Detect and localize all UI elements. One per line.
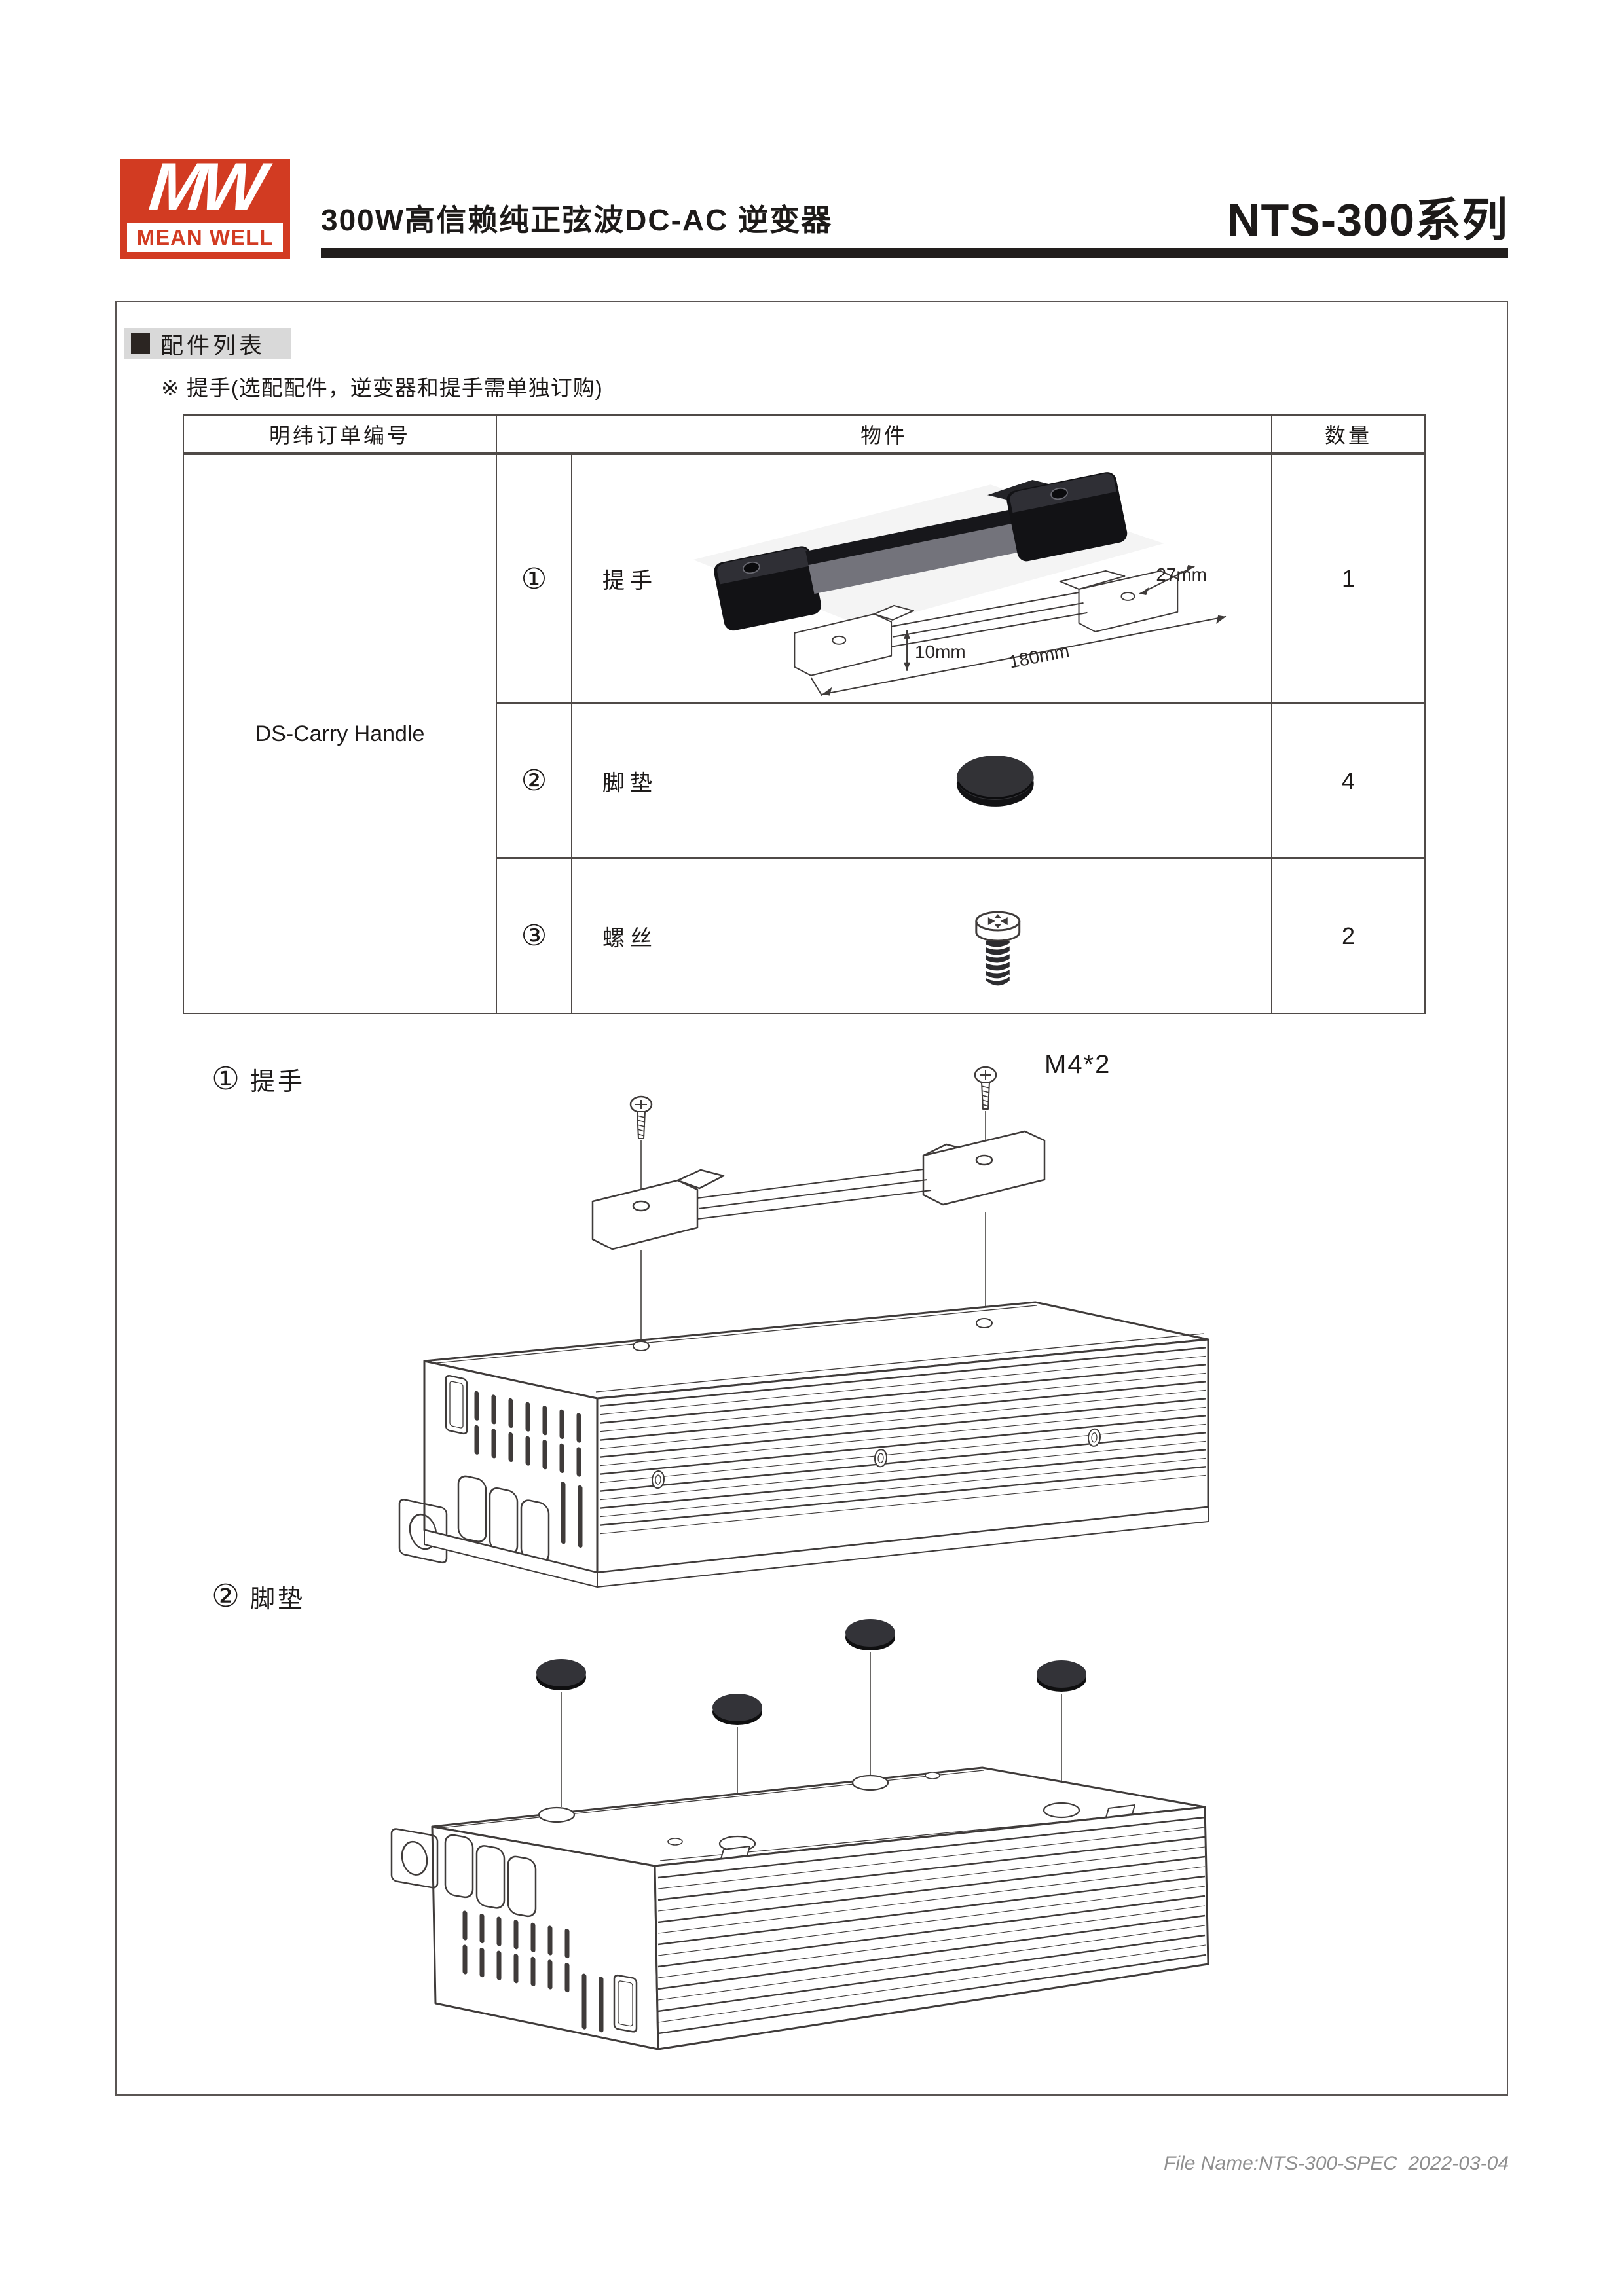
carry-handle-3d (714, 472, 1128, 631)
accessories-heading: 配件列表 (124, 328, 291, 359)
table-header-row: 明纬订单编号 物件 数量 (183, 414, 1426, 455)
row2-qty: 4 (1271, 702, 1426, 859)
square-bullet-icon (131, 333, 150, 354)
row3-item-cell: 螺丝 (571, 857, 1272, 1014)
table-row: DS-Carry Handle ① (183, 453, 1426, 1014)
meanwell-wordmark: MEAN WELL (136, 225, 274, 249)
document-title: 300W高信赖纯正弦波DC-AC 逆变器 (321, 203, 833, 237)
section1-title: 提手 (250, 1068, 306, 1096)
order-number-cell: DS-Carry Handle (183, 453, 497, 1014)
table-row: ② 脚垫 4 (183, 702, 1426, 859)
file-name-footer: File Name:NTS-300-SPEC 2022-03-04 (1164, 2153, 1509, 2174)
row2-index: ② (496, 702, 572, 859)
row2-item-cell: 脚垫 (571, 702, 1272, 859)
carry-handle-dimension-drawing (794, 565, 1227, 697)
header-rule (321, 248, 1508, 258)
foot-pad-illustration (956, 756, 1034, 807)
row1-item-cell: 27mm 10mm 180mm 提手 (571, 453, 1272, 704)
table-row: ③ (183, 857, 1426, 1014)
dim-length-label: 180mm (1007, 640, 1071, 672)
screw-illustration (975, 911, 1021, 986)
row1-index: ① (496, 453, 572, 704)
section2-index: ② (212, 1578, 240, 1614)
meanwell-monogram: MW (145, 149, 265, 225)
section2-label: ② 脚垫 (212, 1578, 305, 1614)
screw-spec-label: M4*2 (1044, 1050, 1111, 1079)
col-header-qty: 数量 (1271, 414, 1426, 455)
content-border-box (115, 301, 1508, 2096)
section1-index: ① (212, 1061, 240, 1097)
dim-height-label: 10mm (915, 642, 966, 662)
row3-qty: 2 (1271, 857, 1426, 1014)
accessories-heading-text: 配件列表 (160, 333, 266, 359)
row1-qty: 1 (1271, 453, 1426, 704)
row3-index: ③ (496, 857, 572, 1014)
col-header-order-no: 明纬订单编号 (183, 414, 497, 455)
series-name: NTS-300系列 (1227, 194, 1508, 246)
section1-label: ① 提手 (212, 1061, 305, 1097)
carry-handle-illustration: 27mm 10mm 180mm (693, 472, 1227, 697)
accessories-note: ※ 提手(选配配件，逆变器和提手需单独订购) (161, 376, 603, 400)
row2-item-name: 脚垫 (602, 771, 657, 795)
dim-width-label: 27mm (1156, 564, 1207, 585)
section2-title: 脚垫 (250, 1585, 306, 1613)
col-header-item: 物件 (496, 414, 1272, 455)
row1-item-name: 提手 (602, 568, 657, 594)
row3-item-name: 螺丝 (602, 926, 657, 951)
meanwell-wordmark-strip: MEAN WELL (127, 223, 283, 252)
accessories-table: 明纬订单编号 物件 数量 DS-Carry Handle ① (183, 414, 1426, 1014)
meanwell-logo: MW MEAN WELL (120, 149, 290, 259)
